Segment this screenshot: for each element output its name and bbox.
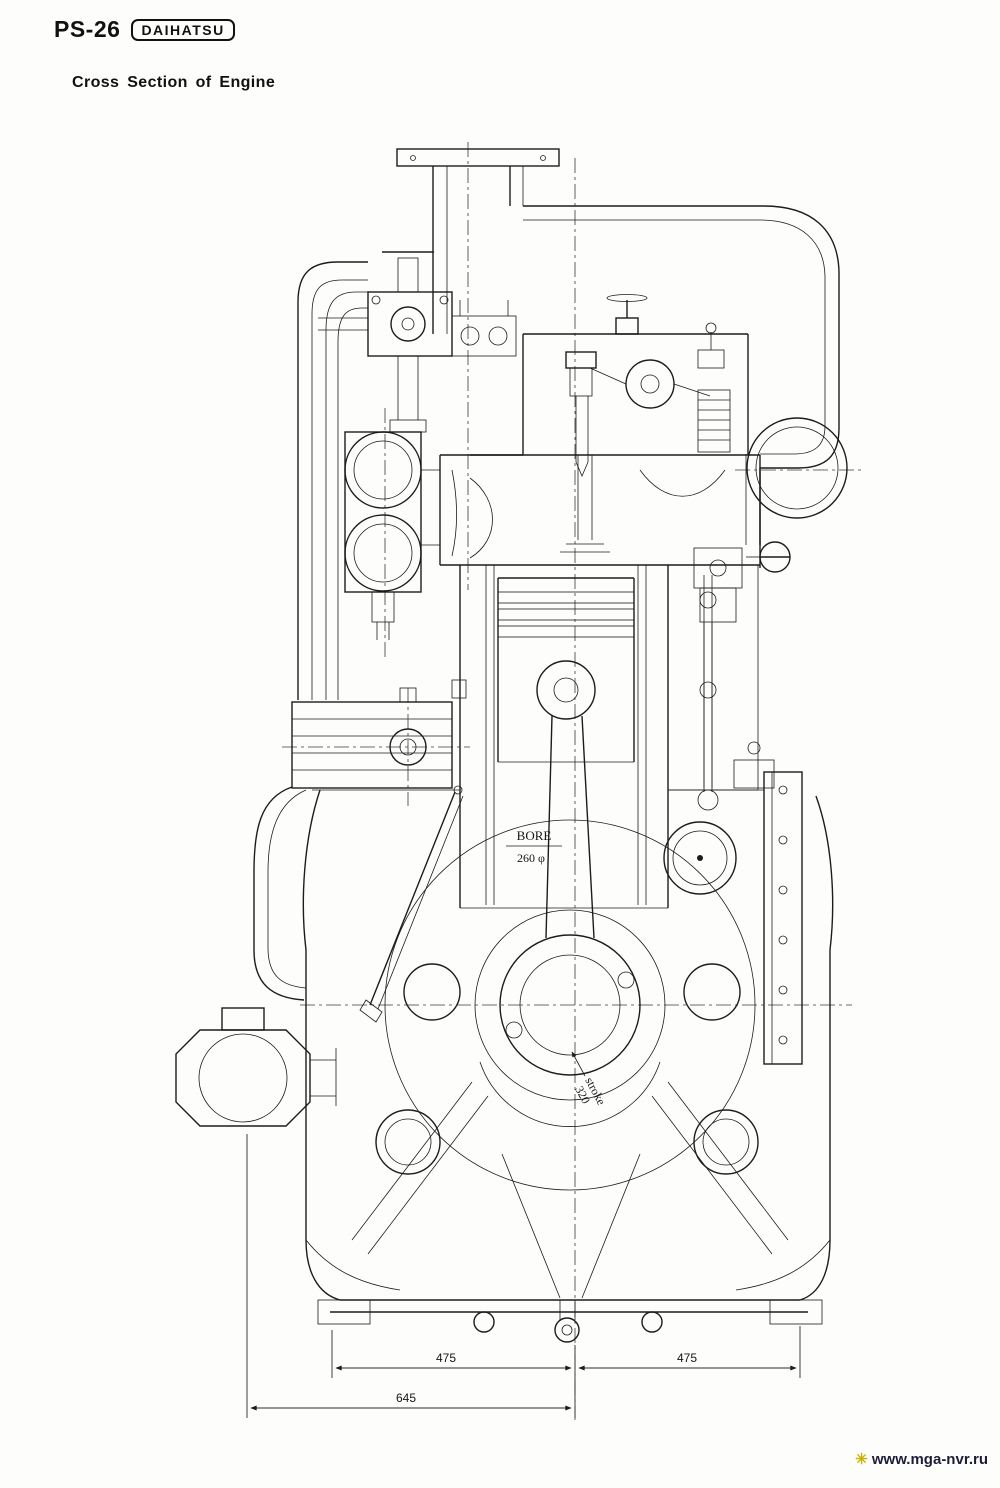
dimension-lines: 475 475 645 (246, 1134, 801, 1418)
brand-badge: DAIHATSU (131, 18, 235, 41)
bottom-bolts (473, 1300, 663, 1343)
page-header: PS-26 DAIHATSU (54, 16, 235, 43)
left-down-pipe (253, 786, 307, 1001)
watermark-text: www.mga-nvr.ru (871, 1451, 988, 1468)
dimension-right: 475 (677, 1351, 697, 1365)
bore-value: 260 φ (517, 851, 545, 865)
watermark: ✳ www.mga-nvr.ru (855, 1451, 988, 1468)
fuel-injector (565, 351, 597, 478)
top-flange-and-duct (396, 148, 560, 334)
dimension-overall: 645 (396, 1391, 416, 1405)
crankcase (302, 789, 834, 1325)
cooling-fins (291, 687, 453, 789)
air-inlet (746, 417, 848, 519)
dipstick (359, 785, 464, 1023)
fuel-pump (367, 251, 517, 433)
rocker-compartment (522, 294, 749, 455)
model-code: PS-26 (54, 16, 121, 42)
intake-manifold (523, 205, 840, 545)
bore-label: BORE (517, 828, 552, 843)
gear-case-strip (763, 771, 803, 1065)
left-pipes (297, 261, 368, 700)
dimension-left: 475 (436, 1351, 456, 1365)
connecting-rod-crank (384, 715, 756, 1191)
right-side-fittings (663, 541, 791, 895)
water-header (344, 431, 440, 640)
oil-strainer (175, 1007, 337, 1127)
page-title: Cross Section of Engine (72, 74, 276, 91)
sparkle-icon: ✳ (855, 1451, 868, 1468)
cylinder-head (439, 454, 761, 568)
